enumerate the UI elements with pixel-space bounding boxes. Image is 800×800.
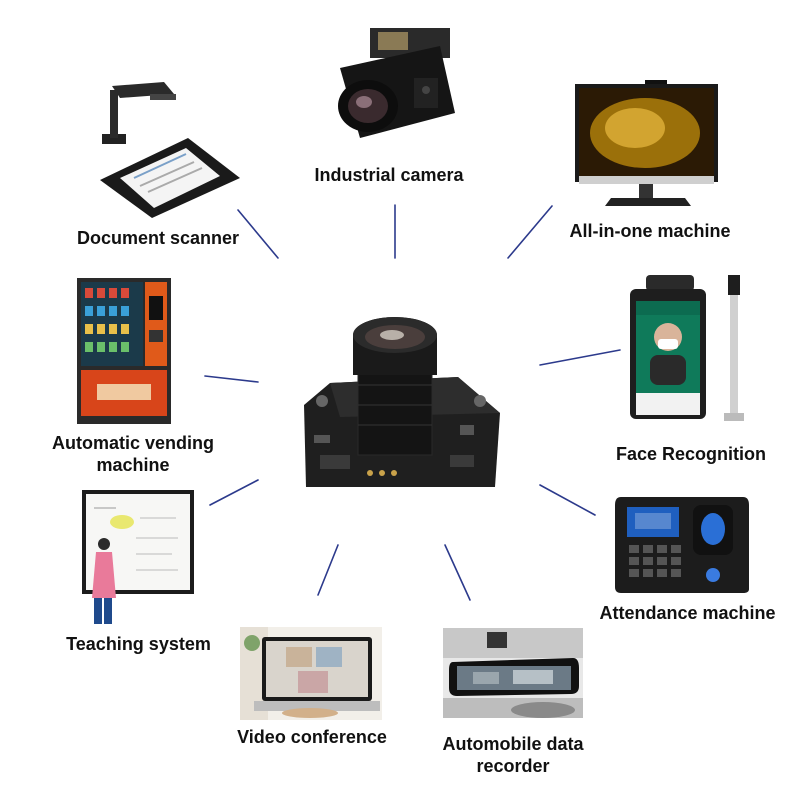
smartboard-icon <box>80 488 198 626</box>
label-industrial-camera: Industrial camera <box>314 165 464 185</box>
dashcam-mirror-icon <box>443 628 583 718</box>
connector-scanner <box>237 209 279 259</box>
connector-all-in-one <box>507 205 553 259</box>
label-face-recognition: Face Recognition <box>615 444 767 464</box>
label-data-recorder-line-1: Automobile data <box>442 734 584 754</box>
label-data-recorder-line-2: recorder <box>476 756 550 776</box>
face-terminal-icon <box>628 275 753 425</box>
connector-data-recorder <box>444 544 471 601</box>
vending-machine-icon <box>75 276 173 426</box>
connector-video-conference <box>317 544 339 596</box>
industrial-camera-icon <box>330 18 460 143</box>
connector-attendance <box>539 484 596 516</box>
connector-teaching <box>209 479 259 506</box>
label-vending-line-2: machine <box>96 455 170 475</box>
connector-face-recognition <box>539 349 621 366</box>
label-vending-line-1: Automatic vending <box>51 433 214 453</box>
label-data-recorder: Automobile data recorder <box>418 733 608 777</box>
connector-vending <box>204 375 259 383</box>
monitor-icon <box>575 78 720 210</box>
fingerprint-device-icon <box>613 493 751 595</box>
laptop-video-call-icon <box>240 627 382 720</box>
label-vending: Automatic vending machine <box>38 432 228 476</box>
label-video-conference: Video conference <box>237 727 387 747</box>
label-all-in-one: All-in-one machine <box>569 221 731 241</box>
label-teaching: Teaching system <box>66 634 211 654</box>
document-scanner-icon <box>90 68 242 220</box>
label-attendance: Attendance machine <box>599 603 776 623</box>
camera-module-icon <box>300 305 505 490</box>
label-scanner: Document scanner <box>76 228 240 248</box>
